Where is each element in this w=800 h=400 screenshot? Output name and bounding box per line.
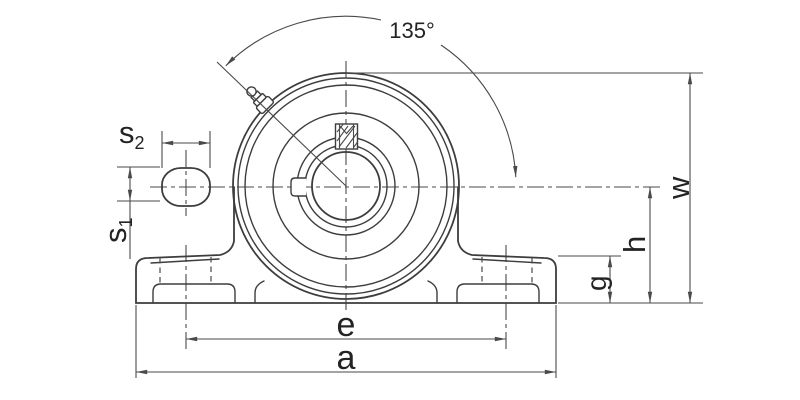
dimension-w: w	[346, 72, 703, 304]
bolt-slot-oval	[161, 167, 211, 207]
dimension-h: h	[617, 186, 653, 303]
dimension-e: e	[185, 306, 506, 344]
angle-arc-right	[440, 44, 518, 178]
dimension-angle: 135°	[225, 15, 518, 178]
angle-label: 135°	[389, 18, 435, 43]
centerlines	[150, 61, 660, 353]
left-foot-inner-fillet	[254, 280, 265, 304]
left-bolt-recess	[152, 283, 236, 304]
right-foot-inner-fillet	[427, 280, 438, 304]
grease-fitting	[246, 86, 275, 115]
dimension-s2: s2	[119, 115, 211, 168]
housing-ring-circle-3	[244, 84, 448, 288]
inner-ring-tab	[290, 177, 307, 197]
right-bolt-recess	[456, 283, 540, 304]
s2-label: s2	[119, 115, 145, 153]
w-label: w	[661, 176, 696, 200]
dimension-a: a	[135, 305, 557, 378]
set-screw-socket-notch	[339, 125, 354, 135]
grease-fitting-tip	[246, 86, 257, 97]
dimension-g: g	[558, 255, 621, 303]
right-foot-top-edge-line	[472, 258, 542, 264]
housing-base	[135, 186, 557, 304]
dimension-s1: s1	[98, 166, 160, 259]
s1-label: s1	[98, 217, 136, 243]
left-foot-top-edge-line	[150, 258, 220, 264]
grease-fitting-axis-line	[216, 61, 347, 187]
housing-ring-circle-2	[237, 77, 455, 295]
hidden-slot-lines	[159, 257, 533, 284]
g-label: g	[581, 275, 612, 291]
set-screw-hatching	[336, 124, 358, 149]
h-label: h	[617, 236, 652, 253]
angle-arc-left	[225, 15, 382, 67]
base-outline	[135, 186, 557, 304]
housing-bore-circle	[272, 112, 420, 260]
a-label: a	[337, 339, 356, 377]
e-label: e	[337, 306, 356, 344]
shaft-bore-circle	[311, 151, 381, 221]
set-screw	[334, 123, 359, 150]
